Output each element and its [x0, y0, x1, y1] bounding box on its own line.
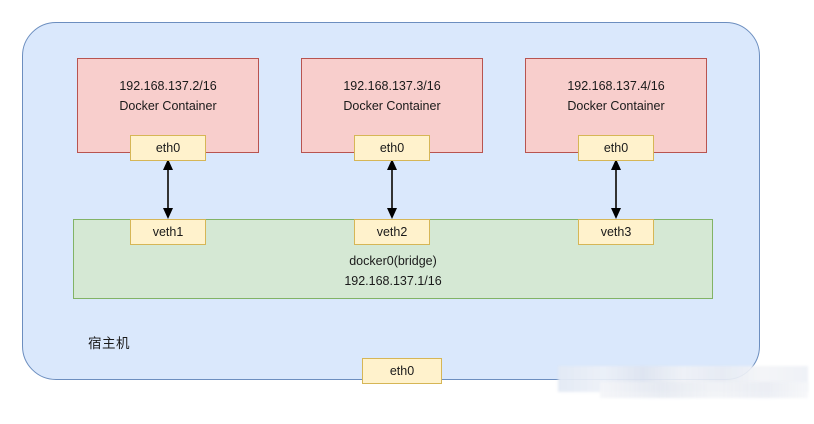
bridge-ip: 192.168.137.1/16	[344, 274, 442, 288]
container-3-eth0-port: eth0	[578, 135, 654, 161]
connector-eth0-veth3-double-arrow	[609, 159, 623, 219]
container-2-eth0-port: eth0	[354, 135, 430, 161]
container-3-name: Docker Container	[567, 99, 665, 113]
veth3-port: veth3	[578, 219, 654, 245]
veth1-port: veth1	[130, 219, 206, 245]
blurred-watermark-region-lower	[600, 382, 808, 398]
connector-eth0-veth2-double-arrow	[385, 159, 399, 219]
host-eth0-port: eth0	[362, 358, 442, 384]
host-machine-label: 宿主机	[88, 336, 130, 351]
container-1-name: Docker Container	[119, 99, 217, 113]
connector-eth0-veth1-double-arrow	[161, 159, 175, 219]
container-2-ip: 192.168.137.3/16	[343, 79, 441, 93]
container-1-ip: 192.168.137.2/16	[119, 79, 217, 93]
container-1-eth0-port: eth0	[130, 135, 206, 161]
container-2-name: Docker Container	[343, 99, 441, 113]
veth2-port: veth2	[354, 219, 430, 245]
bridge-name: docker0(bridge)	[349, 254, 437, 268]
container-3-ip: 192.168.137.4/16	[567, 79, 665, 93]
